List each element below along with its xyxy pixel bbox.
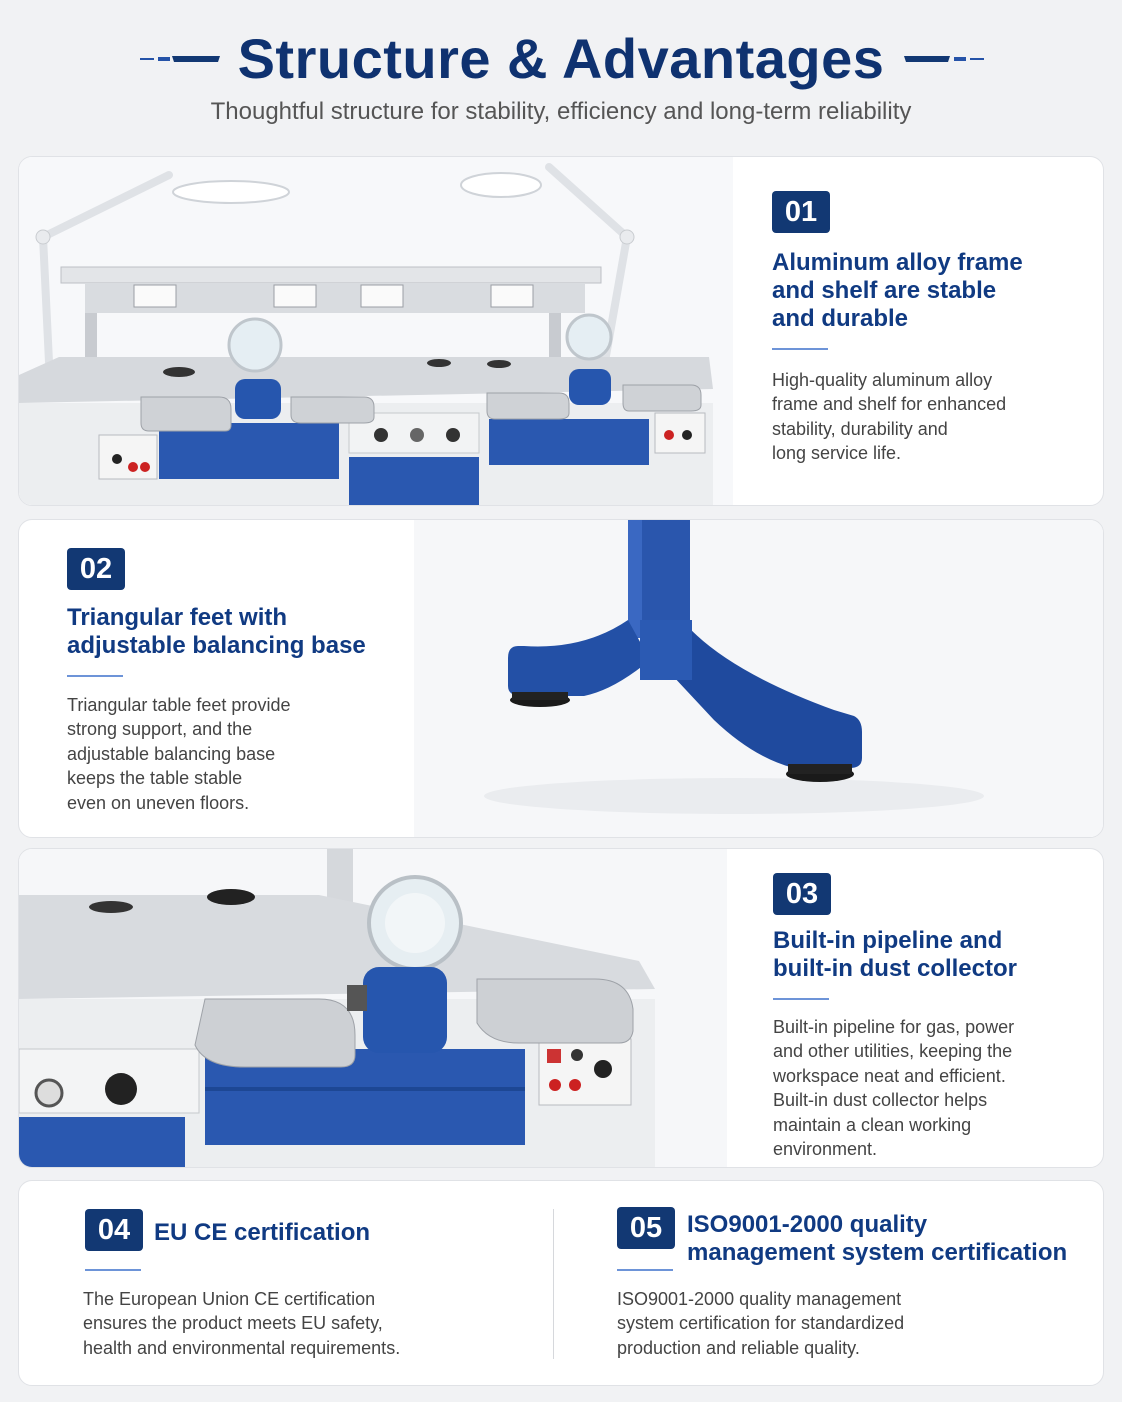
feature-title-line: management system certification [687,1239,1068,1266]
feature-title-line: Built-in pipeline and [773,927,1003,954]
feature-number-badge: 01 [772,191,830,233]
workbench-closeup-photo [19,849,727,1167]
description-line: adjustable balancing base [67,743,276,764]
title-underline [85,1269,141,1271]
feature-number-badge: 04 [85,1209,143,1251]
feature-title-line: Aluminum alloy frame [772,249,1023,276]
feature-description: Built-in pipeline for gas, power and oth… [773,1015,1014,1161]
title-underline [617,1269,673,1271]
description-line: production and reliable quality. [617,1337,860,1358]
page-header: Structure & Advantages Thoughtful struct… [0,0,1122,140]
feature-description: ISO9001-2000 quality management system c… [617,1287,904,1360]
right-dash-decoration [904,56,984,62]
feature-title: EU CE certification [154,1219,370,1247]
feature-title-line: EU CE certification [154,1219,371,1246]
title-underline [772,348,828,350]
section-divider [553,1209,554,1359]
feature-number-badge: 03 [773,873,831,915]
description-line: ensures the product meets EU safety, [83,1313,383,1334]
feature-title-line: Triangular feet with [67,604,288,631]
feature-title: ISO9001-2000 quality management system c… [687,1211,1067,1267]
certification-card: 04 EU CE certification The European Unio… [18,1180,1104,1386]
feature-description: High-quality aluminum alloy frame and sh… [772,368,1006,466]
feature-title-line: built-in dust collector [773,955,1017,982]
description-line: maintain a clean working [773,1114,972,1135]
feature-card-01: 01 Aluminum alloy frame and shelf are st… [18,156,1104,506]
description-line: long service life. [772,443,902,464]
feature-title: Triangular feet with adjustable balancin… [67,604,366,660]
description-line: High-quality aluminum alloy [772,370,993,390]
description-line: stability, durability and [772,418,948,439]
feature-title-line: and shelf are stable [772,277,997,304]
description-line: workspace neat and efficient. [773,1065,1006,1086]
description-line: frame and shelf for enhanced [772,394,1007,415]
description-line: Built-in dust collector helps [773,1090,988,1111]
table-foot-photo [414,520,1103,837]
feature-description: The European Union CE certification ensu… [83,1287,400,1360]
left-dash-decoration [140,56,220,62]
feature-number-badge: 02 [67,548,125,590]
feature-card-02: 02 Triangular feet with adjustable balan… [18,519,1104,838]
feature-title: Built-in pipeline and built-in dust coll… [773,927,1017,983]
description-line: ISO9001-2000 quality management [617,1289,902,1309]
description-line: system certification for standardized [617,1313,905,1334]
lab-workbench-photo [19,157,733,505]
feature-title-line: and durable [772,305,909,332]
description-line: environment. [773,1139,878,1160]
page-subtitle: Thoughtful structure for stability, effi… [210,98,912,125]
feature-number-badge: 05 [617,1207,675,1249]
title-underline [67,675,123,677]
description-line: even on uneven floors. [67,792,250,813]
description-line: health and environmental requirements. [83,1337,401,1358]
feature-card-03: 03 Built-in pipeline and built-in dust c… [18,848,1104,1168]
feature-title-line: adjustable balancing base [67,632,366,659]
description-line: Built-in pipeline for gas, power [773,1017,1015,1037]
description-line: Triangular table feet provide [67,695,291,715]
feature-title-line: ISO9001-2000 quality [687,1211,928,1238]
feature-description: Triangular table feet provide strong sup… [67,693,290,815]
page-title: Structure & Advantages [237,27,885,90]
description-line: The European Union CE certification [83,1289,376,1309]
feature-title: Aluminum alloy frame and shelf are stabl… [772,249,1023,333]
title-underline [773,998,829,1000]
description-line: strong support, and the [67,719,253,740]
description-line: keeps the table stable [67,768,243,789]
description-line: and other utilities, keeping the [773,1041,1013,1062]
